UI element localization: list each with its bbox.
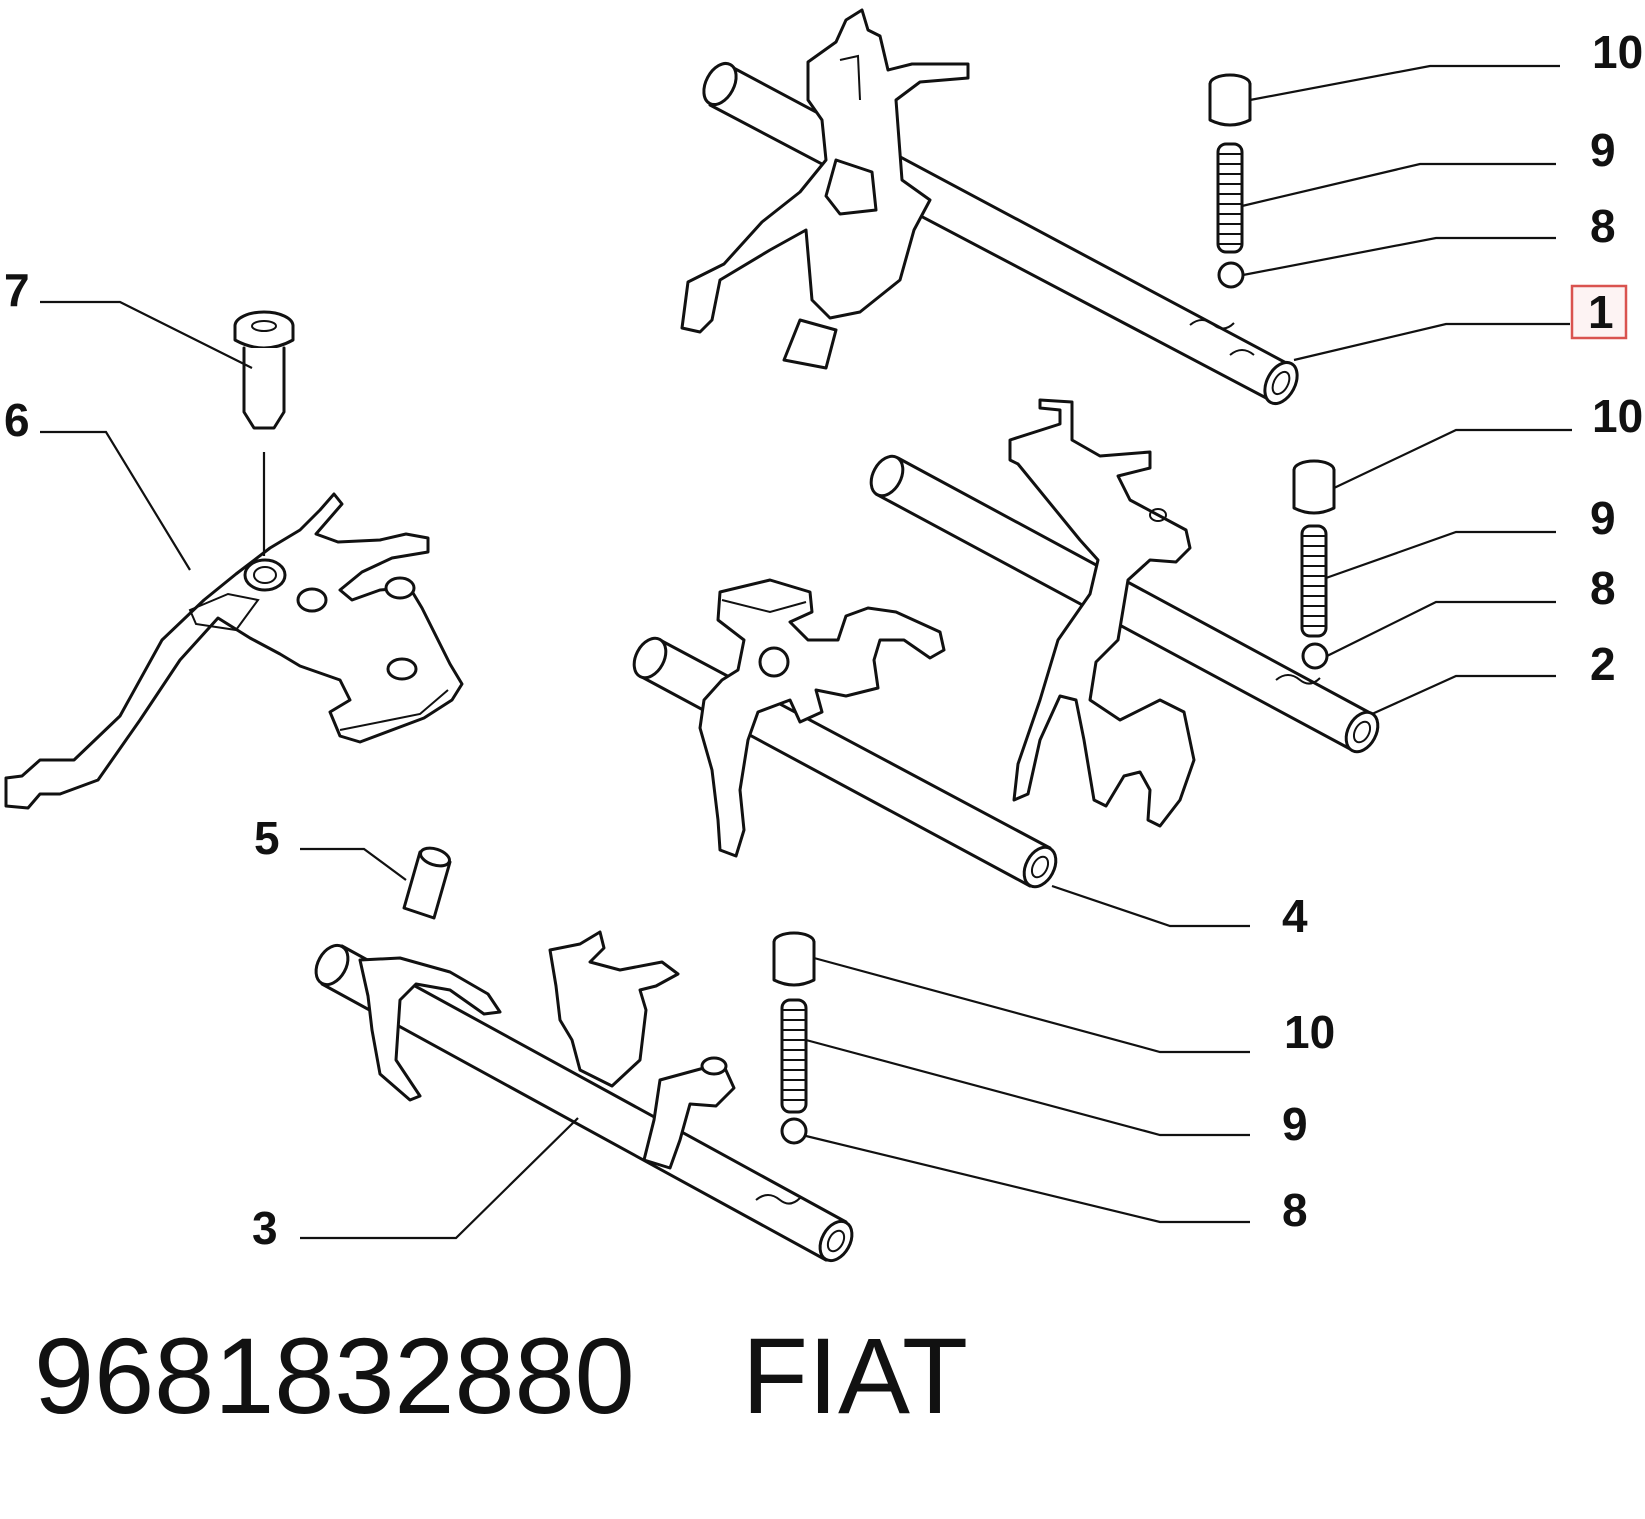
detent-plug-10a[interactable]	[1208, 73, 1252, 127]
callout-10[interactable]: 10	[1592, 26, 1643, 78]
callout-3[interactable]: 3	[252, 1202, 278, 1254]
callout-7[interactable]: 7	[4, 264, 30, 316]
callout-8[interactable]: 8	[1282, 1184, 1308, 1236]
detent-spring-9a[interactable]	[1216, 142, 1244, 254]
callout-6[interactable]: 6	[4, 394, 30, 446]
shift-fork-2[interactable]	[1008, 398, 1196, 828]
callout-10[interactable]: 10	[1592, 390, 1643, 442]
callout-1[interactable]: 1	[1588, 286, 1614, 338]
ball-8b[interactable]	[1301, 642, 1329, 670]
shift-fork-4[interactable]	[698, 578, 946, 858]
detent-spring-9c[interactable]	[780, 998, 808, 1114]
shift-fork-3[interactable]	[358, 930, 736, 1170]
ball-8c[interactable]	[780, 1117, 808, 1145]
callout-5[interactable]: 5	[254, 812, 280, 864]
callout-9[interactable]: 9	[1590, 124, 1616, 176]
roller-5[interactable]	[402, 845, 452, 920]
shift-fork-1[interactable]	[680, 8, 970, 370]
callout-2[interactable]: 2	[1590, 638, 1616, 690]
callout-8[interactable]: 8	[1590, 562, 1616, 614]
callout-1-highlight	[1570, 284, 1628, 340]
callout-10[interactable]: 10	[1284, 1006, 1335, 1058]
leader-lines	[40, 64, 1572, 1240]
selector-lever-6[interactable]	[4, 492, 464, 810]
brand-name: FIAT	[742, 1315, 968, 1436]
callout-9[interactable]: 9	[1590, 492, 1616, 544]
callout-4[interactable]: 4	[1282, 890, 1308, 942]
detent-plug-10c[interactable]	[772, 931, 816, 987]
detent-plug-10b[interactable]	[1292, 459, 1336, 515]
ball-8a[interactable]	[1217, 261, 1245, 289]
pin-7[interactable]	[233, 310, 295, 430]
detent-spring-9b[interactable]	[1300, 524, 1328, 638]
part-number: 9681832880	[34, 1315, 635, 1436]
callout-9[interactable]: 9	[1282, 1098, 1308, 1150]
callout-8[interactable]: 8	[1590, 200, 1616, 252]
